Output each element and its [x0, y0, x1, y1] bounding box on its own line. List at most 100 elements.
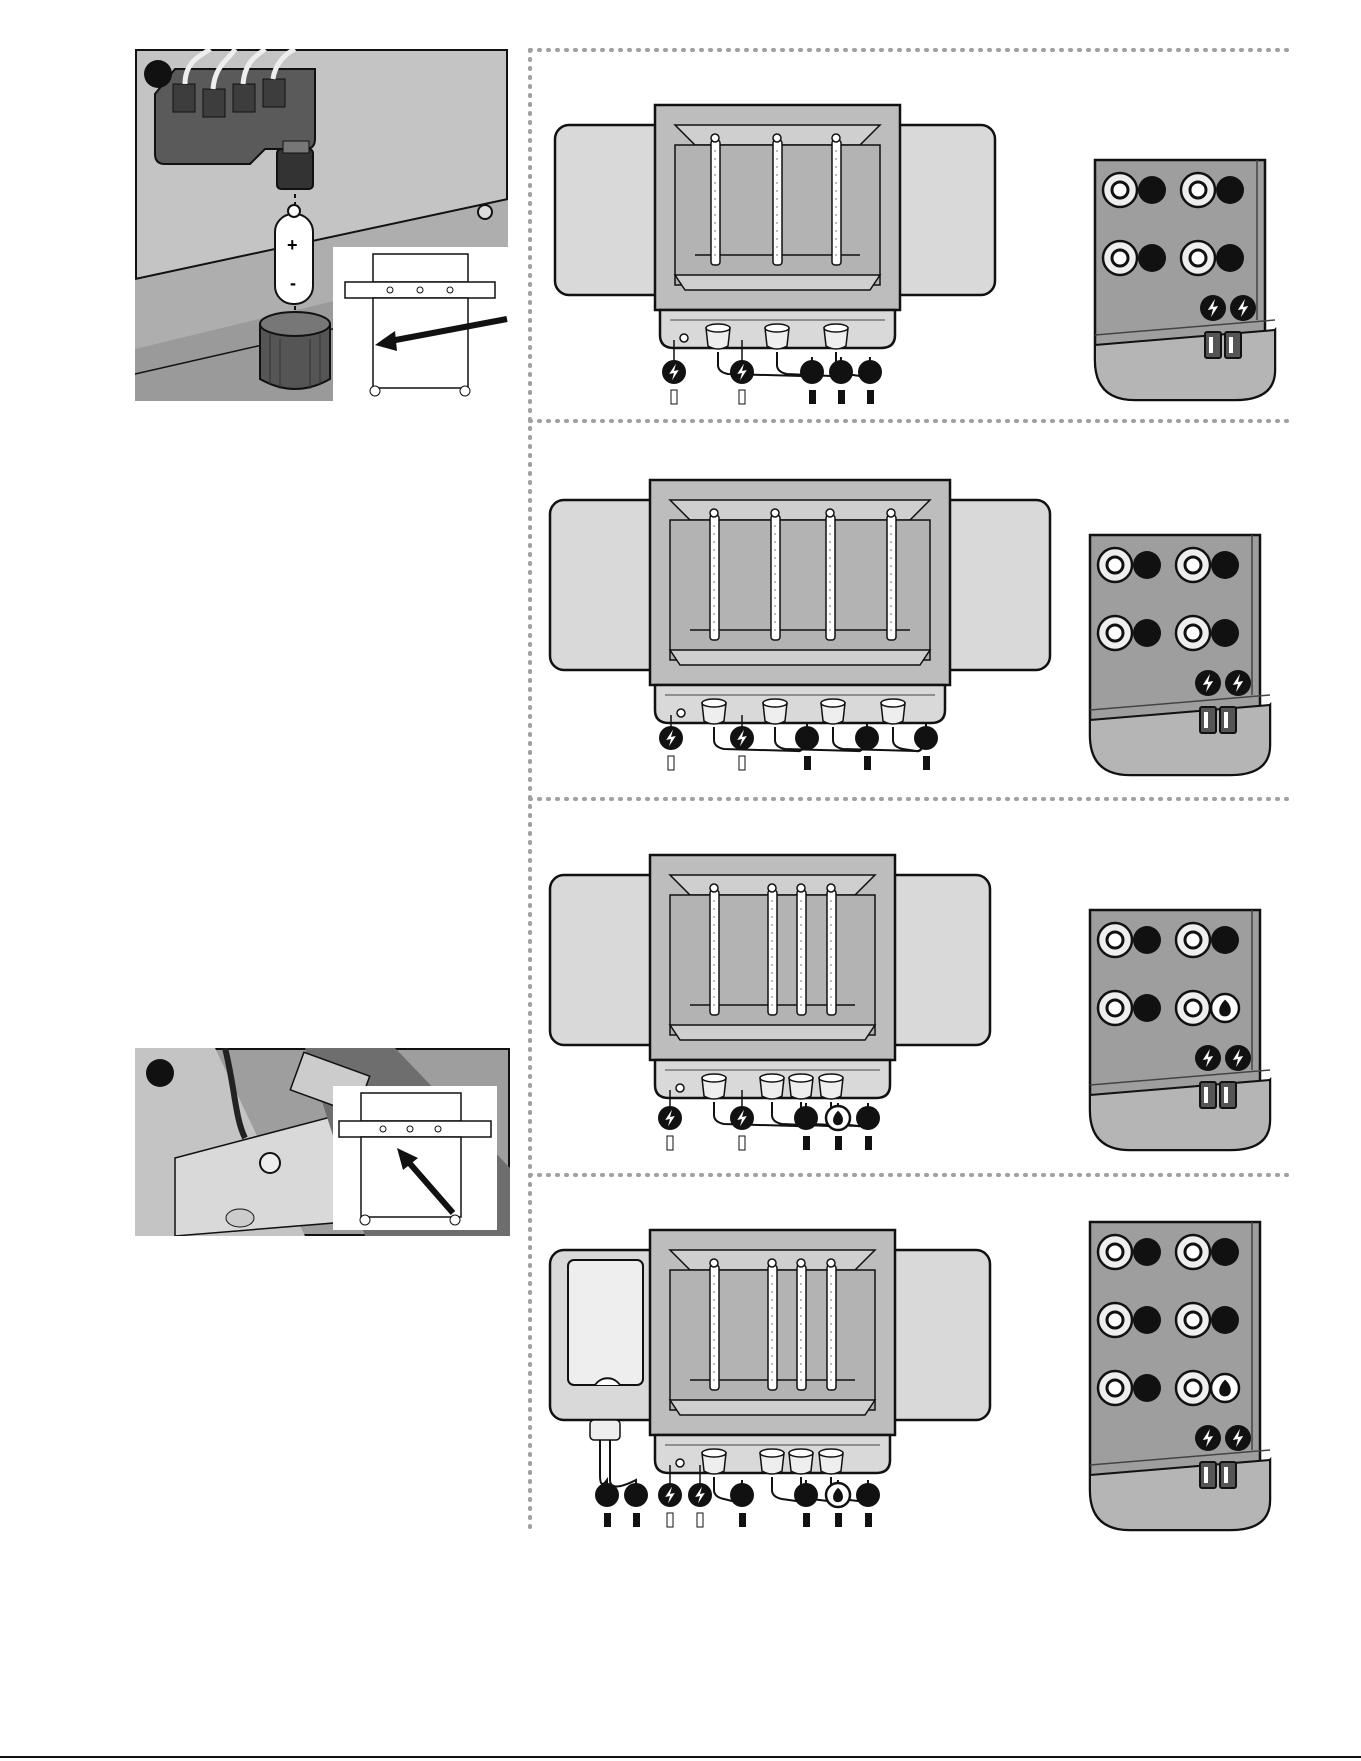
port-label [1133, 994, 1161, 1022]
wire-callout [730, 1483, 754, 1507]
ignitor-post [677, 709, 685, 717]
ignitor-post [680, 334, 688, 342]
lightning-bolt-icon [662, 360, 686, 384]
connector [923, 756, 930, 770]
module-port [1176, 923, 1210, 957]
wire-callout [624, 1483, 648, 1507]
battery-minus-sign: - [290, 273, 296, 294]
lightning-bolt-icon [659, 726, 683, 750]
ground-wire-panel [135, 1048, 510, 1236]
grill-config-four-burner [550, 480, 1270, 775]
valve-sensor [763, 703, 787, 724]
battery-install-panel: + - [135, 49, 508, 401]
burner-tube [826, 515, 835, 640]
wire-callout [856, 1483, 880, 1507]
flame-icon [826, 1483, 850, 1507]
burner-tube [710, 1265, 719, 1390]
wire-callout [800, 360, 824, 384]
port-label [1216, 176, 1244, 204]
lightning-bolt-icon [730, 1106, 754, 1130]
module-port [1176, 616, 1210, 650]
module-port [1176, 991, 1210, 1025]
side-shelves [555, 125, 995, 295]
wire-callout [856, 1106, 880, 1130]
control-module-three-burner-sear-side [1090, 1222, 1270, 1530]
battery-plus-sign: + [287, 235, 298, 256]
connector [633, 1513, 640, 1527]
lightning-bolt-icon [688, 1483, 712, 1507]
port-label [1211, 619, 1239, 647]
valve-sensor [760, 1453, 784, 1474]
lightning-bolt-icon [1195, 1045, 1221, 1071]
ignition-terminal [1220, 1462, 1236, 1488]
valve-sensor [706, 328, 730, 349]
module-port [1181, 173, 1215, 207]
lightning-bolt-icon [658, 1106, 682, 1130]
valve-sensor [702, 1078, 726, 1099]
valve-sensor [760, 1078, 784, 1099]
port-label [1211, 1238, 1239, 1266]
cook-box [650, 1230, 895, 1435]
module-port [1098, 923, 1132, 957]
ground-wire-illustration [135, 1048, 510, 1236]
module-port [1176, 1303, 1210, 1337]
cook-box [650, 480, 950, 685]
connector [835, 1513, 842, 1527]
port-label [1133, 1306, 1161, 1334]
ignition-terminal [1220, 707, 1236, 733]
side-burner-tray [568, 1260, 643, 1385]
connector [864, 756, 871, 770]
lightning-bolt-icon [1200, 295, 1226, 321]
connector [865, 1136, 872, 1150]
side-shelves [550, 500, 1050, 670]
ignition-terminal [1200, 1082, 1216, 1108]
control-module-body [1090, 910, 1270, 1150]
connector-open [739, 1136, 745, 1150]
valve-sensor [819, 1078, 843, 1099]
connector-open [671, 390, 677, 404]
valve-wire [777, 352, 841, 376]
port-label [1216, 244, 1244, 272]
burner-tube [710, 515, 719, 640]
lightning-bolt-icon [1195, 1425, 1221, 1451]
connector [838, 390, 845, 404]
valve-wire [772, 1477, 806, 1501]
side-shelves [550, 1250, 990, 1420]
connector [739, 1513, 746, 1527]
module-port [1098, 1371, 1132, 1405]
flame-icon [1211, 1374, 1239, 1402]
burner-tube [797, 1265, 806, 1390]
burner-tube [827, 890, 836, 1015]
manifold-panel [655, 685, 945, 723]
connector [803, 1513, 810, 1527]
port-label [1211, 926, 1239, 954]
control-module-four-burner [1090, 535, 1270, 775]
connector [809, 390, 816, 404]
connector-open [667, 1513, 673, 1527]
connector [604, 1513, 611, 1527]
valve-wire [893, 723, 926, 751]
burner-tube [797, 890, 806, 1015]
connector-open [697, 1513, 703, 1527]
module-port [1176, 1235, 1210, 1269]
ignition-terminal [1225, 332, 1241, 358]
control-module-body [1090, 535, 1270, 775]
port-label [1133, 1374, 1161, 1402]
burner-tube [771, 515, 780, 640]
wire-callout [595, 1483, 619, 1507]
burner-tube [887, 515, 896, 640]
manifold-panel [655, 1060, 890, 1098]
port-label [1133, 1238, 1161, 1266]
wire-callout [794, 1106, 818, 1130]
valve-sensor [881, 703, 905, 724]
port-label [1211, 551, 1239, 579]
valve-sensor [821, 703, 845, 724]
connector [804, 756, 811, 770]
burner-tube [773, 140, 782, 265]
module-port [1098, 616, 1132, 650]
grill-config-three-burner-sear-side [550, 1222, 1270, 1530]
valve-wire [801, 1477, 838, 1501]
module-port [1176, 1371, 1210, 1405]
module-port [1098, 1235, 1132, 1269]
connector-open [739, 756, 745, 770]
